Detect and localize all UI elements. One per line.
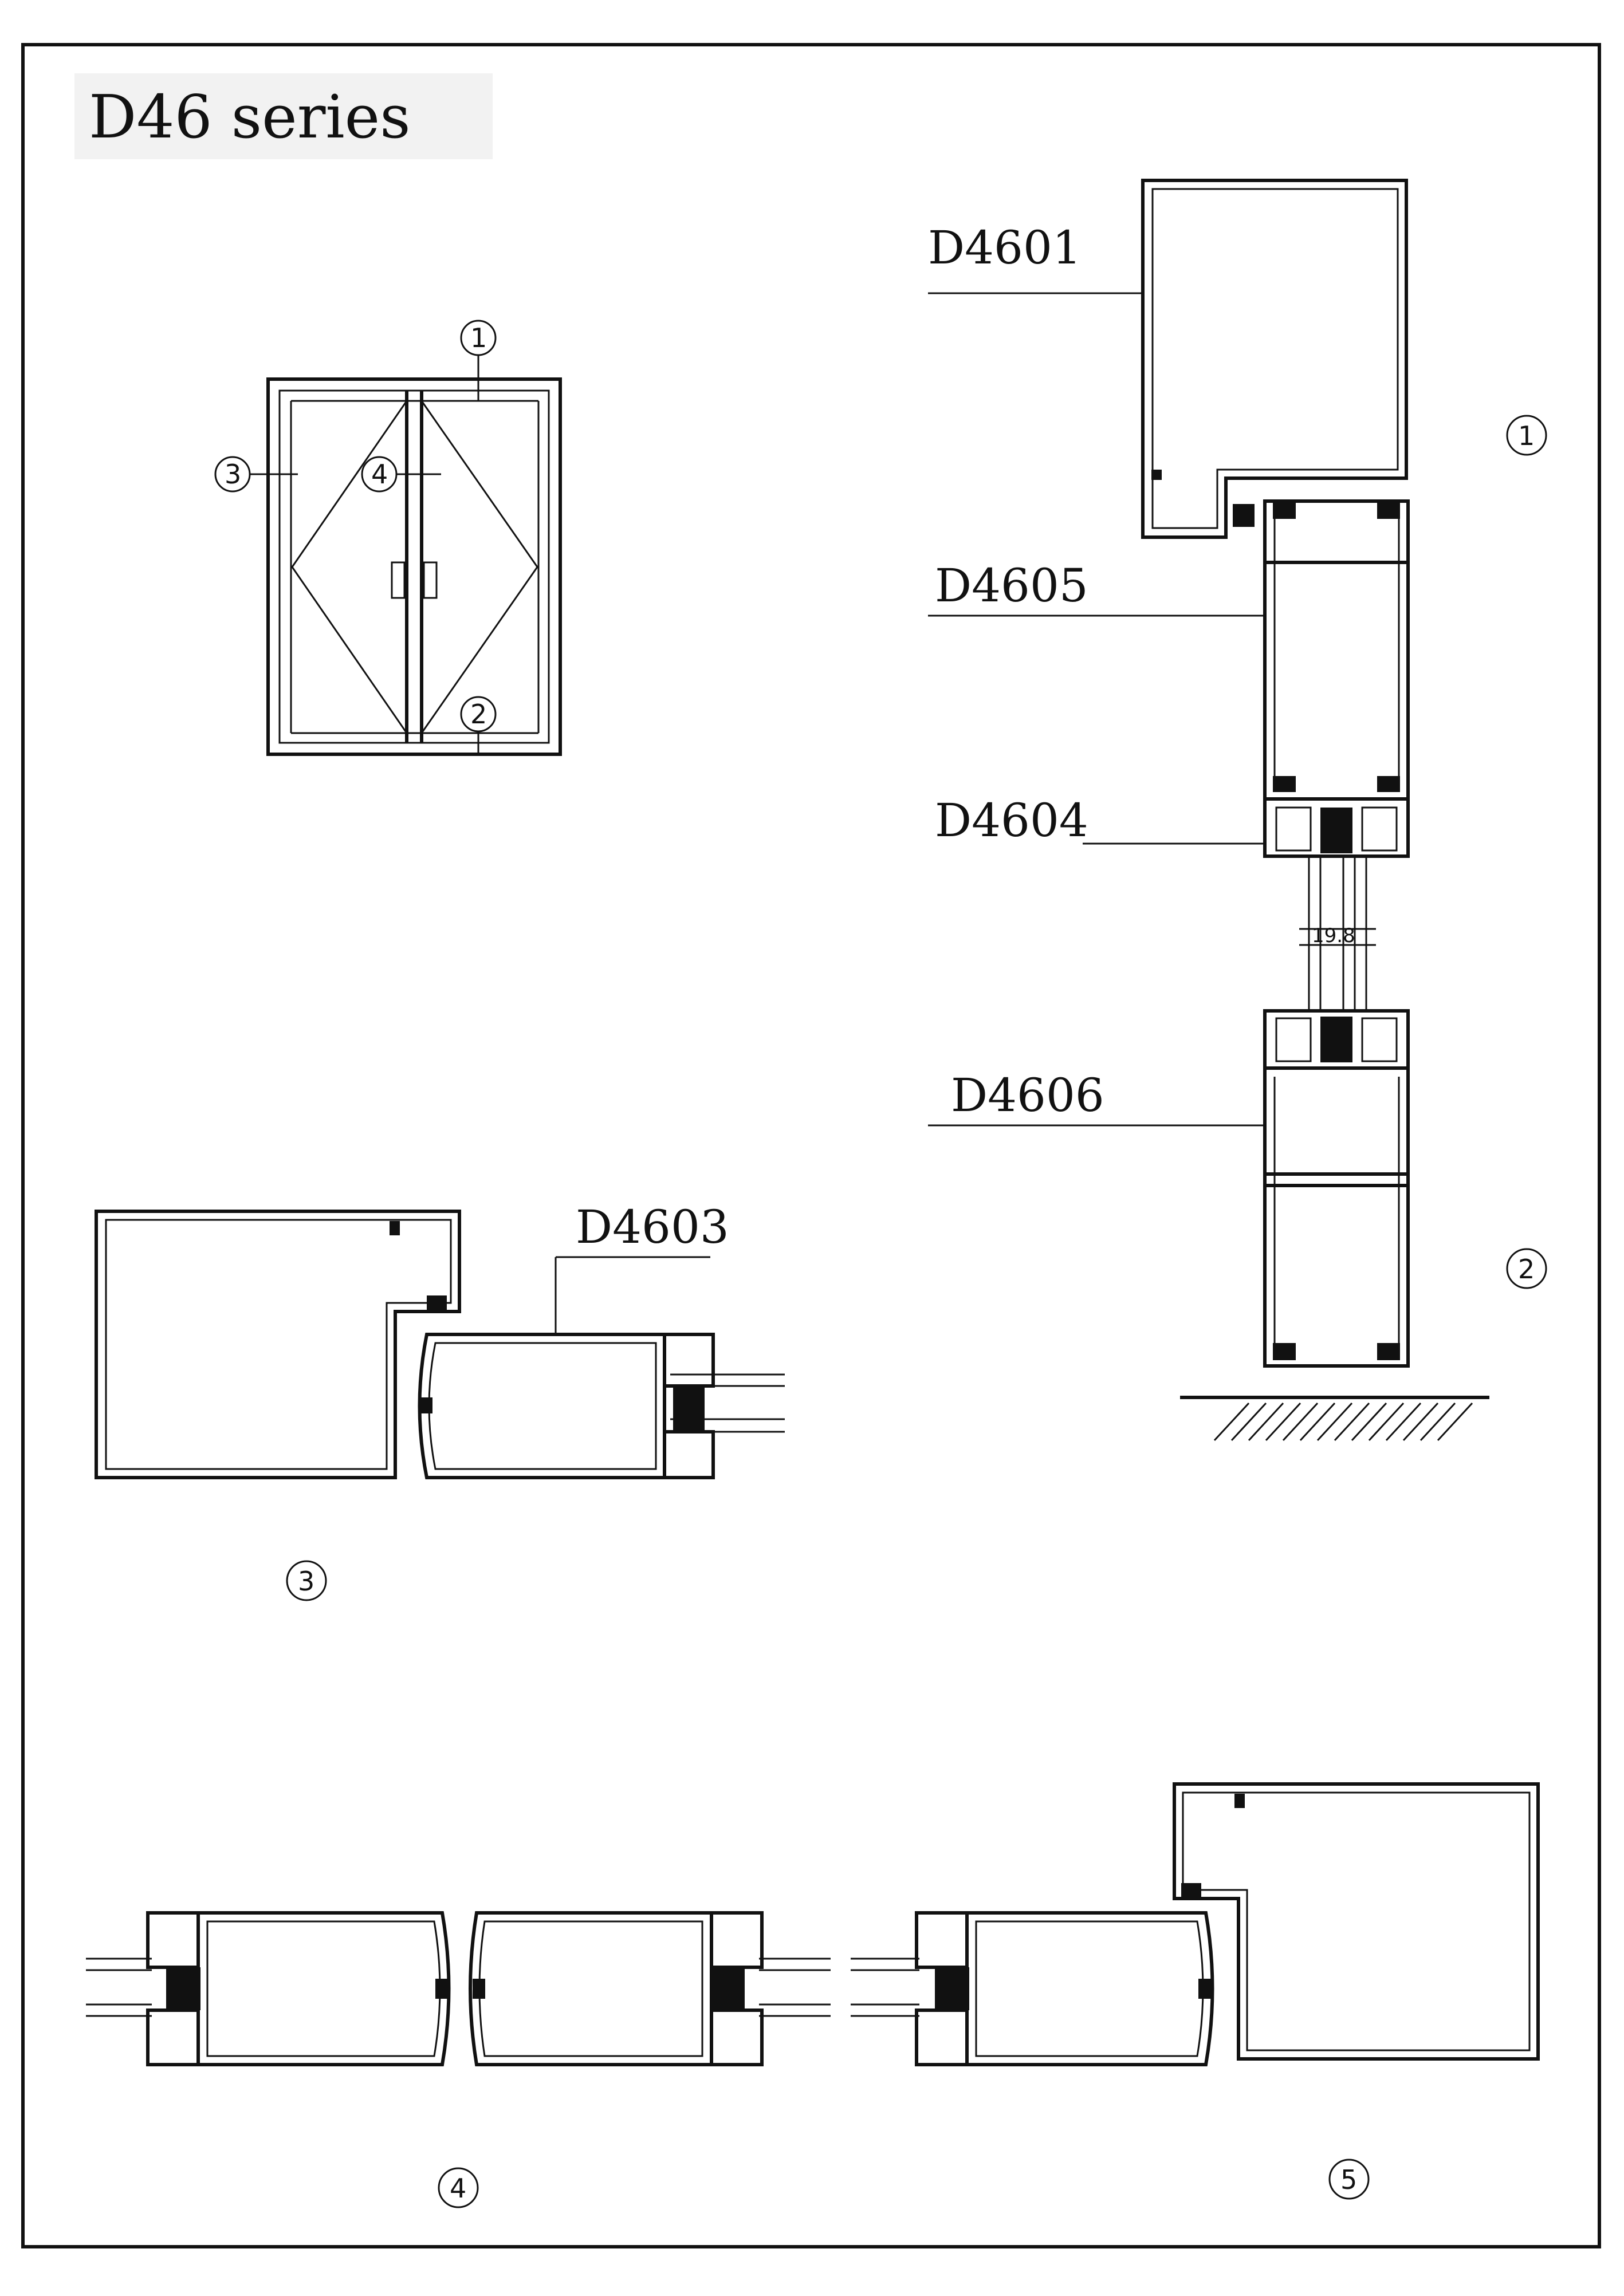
glass-pane [1308,856,1367,1011]
profile-d4603-outline [418,1333,666,1479]
sheet-title: D46 series [89,82,411,152]
profile-d4606-outline [1263,1066,1410,1368]
profile-d4605-outline [1263,499,1410,801]
horizontal-section-4: 4 [86,1911,831,2208]
left-leaf-diamond [291,400,408,734]
left-handle [391,561,406,599]
section-1-label: 1 [1518,420,1535,451]
leaf-profile-5 [965,1911,1214,2066]
profile-d4604-outline [1263,797,1410,858]
section-circle-1 [1506,415,1547,456]
callout-2: 2 [470,699,487,730]
section-2-label: 2 [1518,1254,1535,1285]
right-handle [423,561,438,599]
horizontal-section-3: D4603 3 [95,1200,785,1601]
label-d4606: D4606 [951,1069,1104,1122]
label-d4601: D4601 [928,221,1082,274]
door-outer-frame [266,377,562,756]
section-circle-4 [438,2167,479,2208]
frame-profile-3 [95,1210,461,1479]
section-3-label: 3 [298,1566,314,1597]
section-circle-3 [286,1560,327,1601]
door-inner-frame [278,389,550,744]
callout-3: 3 [225,459,241,490]
label-d4603: D4603 [576,1200,729,1254]
label-d4604: D4604 [935,794,1088,847]
floor-hatch [1213,1402,1473,1442]
section-5-label: 5 [1340,2164,1357,2195]
profile-d4601-outline [1141,179,1408,539]
frame-profile-5 [1173,1782,1540,2061]
door-elevation: 1 2 3 4 [214,320,562,756]
section-circle-5 [1328,2159,1370,2200]
horizontal-section-5: 5 [851,1782,1540,2200]
sheet-border [21,43,1601,2248]
right-leaf-diamond [420,400,538,734]
callout-1: 1 [470,322,487,353]
label-d4605: D4605 [935,559,1088,612]
vertical-section: D4601 1 D4605 D4604 19.8 [928,179,1547,1442]
callout-4: 4 [371,459,388,490]
left-leaf-profile-4 [196,1911,451,2066]
section-4-label: 4 [450,2173,466,2204]
dimension-glass-gap: 19.8 [1312,924,1355,947]
title-background [74,73,493,159]
section-circle-2 [1506,1248,1547,1289]
right-leaf-profile-4 [469,1911,713,2066]
